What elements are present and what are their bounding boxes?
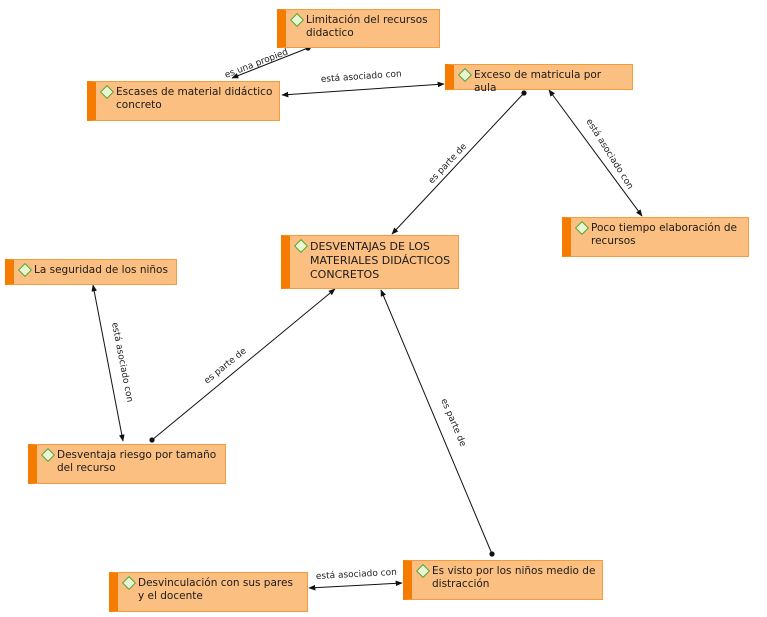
node-label: La seguridad de los niños (34, 264, 168, 276)
node-label: Es visto por los niños medio de distracc… (432, 565, 596, 590)
diamond-icon (457, 67, 473, 83)
node-label: Escases de material didáctico concreto (116, 86, 273, 111)
node-seguridad-ninos[interactable]: La seguridad de los niños (5, 259, 177, 285)
node-label: Limitación del recursos didactico (306, 14, 428, 39)
label-asociado-escases-exceso: está asociado con (321, 69, 403, 85)
link-exceso-poco-tiempo[interactable] (548, 89, 643, 217)
label-parte-visto: es parte de (438, 397, 467, 448)
diamond-icon (40, 447, 56, 463)
node-limitacion-recursos[interactable]: Limitación del recursos didactico (277, 9, 440, 48)
link-riesgo-desventajas-origin (149, 437, 155, 443)
link-visto-desventajas-origin (489, 551, 495, 557)
link-exceso-desventajas-origin (521, 90, 527, 96)
link-exceso-desventajas[interactable] (391, 92, 525, 235)
node-poco-tiempo[interactable]: Poco tiempo elaboración de recursos (562, 217, 749, 257)
link-desvinculacion-visto[interactable] (308, 580, 403, 591)
node-desvinculacion-pares[interactable]: Desvinculación con sus pares y el docent… (109, 572, 308, 612)
link-escases-exceso[interactable] (281, 81, 445, 98)
node-desventajas-central[interactable]: DESVENTAJAS DE LOS MATERIALES DIDÁCTICOS… (281, 235, 459, 289)
label-asociado-exceso-poco: está asociado con (583, 117, 634, 191)
diamond-icon (17, 262, 33, 278)
node-escases-material[interactable]: Escases de material didáctico concreto (87, 81, 280, 121)
label-asociado-seguridad-riesgo: está asociado con (109, 322, 134, 403)
diamond-icon (415, 563, 431, 579)
label-asociado-desv-visto: está asociado con (316, 568, 397, 582)
node-label: Poco tiempo elaboración de recursos (591, 222, 737, 247)
diamond-icon (121, 575, 137, 591)
diamond-icon (574, 220, 590, 236)
node-riesgo-tamano[interactable]: Desventaja riesgo por tamaño del recurso (28, 444, 226, 484)
link-riesgo-desventajas[interactable] (151, 288, 336, 441)
node-label: Exceso de matricula por aula (474, 69, 602, 94)
label-es-una-propiedad: es una propied (223, 47, 289, 80)
node-visto-distraccion[interactable]: Es visto por los niños medio de distracc… (403, 560, 603, 600)
diamond-icon (99, 84, 115, 100)
diamond-icon (289, 12, 305, 28)
node-exceso-matricula[interactable]: Exceso de matricula por aula (445, 64, 633, 94)
link-visto-desventajas[interactable] (380, 289, 493, 555)
label-parte-exceso: es parte de (427, 141, 470, 186)
diamond-icon (293, 238, 309, 254)
link-limitacion-escases[interactable] (231, 47, 309, 79)
node-label: Desventaja riesgo por tamaño del recurso (57, 449, 217, 474)
node-label: DESVENTAJAS DE LOS MATERIALES DIDÁCTICOS… (310, 240, 451, 281)
link-seguridad-riesgo[interactable] (91, 284, 125, 442)
node-label: Desvinculación con sus pares y el docent… (138, 577, 293, 602)
